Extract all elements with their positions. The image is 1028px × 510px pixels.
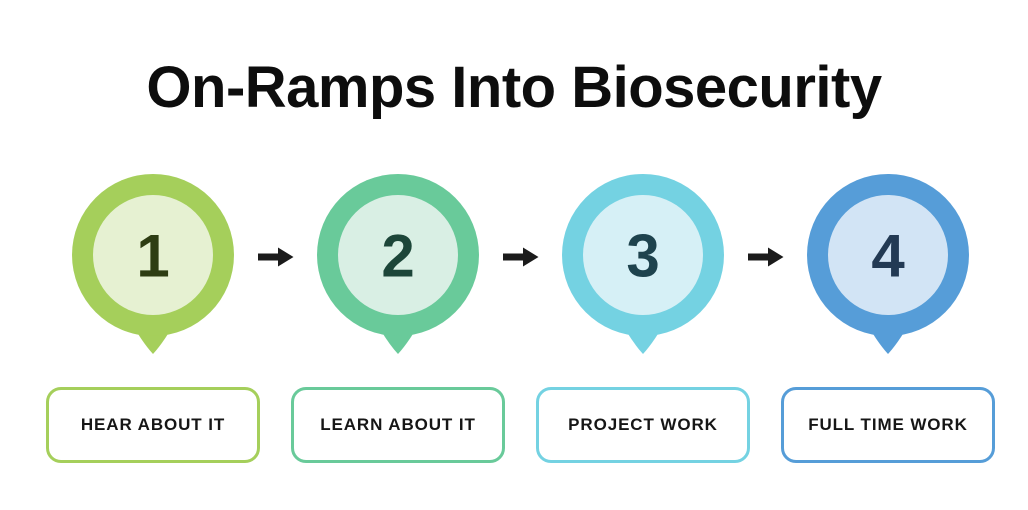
pin-inner-1 bbox=[93, 195, 213, 315]
step-number-2: 2 bbox=[381, 223, 414, 290]
step-label-box-3: PROJECT WORK bbox=[536, 387, 750, 463]
step-1: 1 bbox=[46, 173, 260, 355]
step-pin-1: 1 bbox=[72, 174, 234, 354]
arrow-3 bbox=[747, 247, 783, 267]
step-label-4: FULL TIME WORK bbox=[808, 415, 968, 434]
right-arrow-icon bbox=[502, 247, 538, 267]
step-label-2: LEARN ABOUT IT bbox=[320, 415, 476, 434]
labels-row: HEAR ABOUT IT LEARN ABOUT IT PROJECT WOR… bbox=[46, 387, 1028, 463]
arrow-1 bbox=[257, 247, 293, 267]
step-label-1: HEAR ABOUT IT bbox=[80, 415, 226, 434]
steps-row: 1 2 3 bbox=[46, 173, 1028, 355]
step-3: 3 bbox=[536, 173, 750, 355]
step-label-box-1: HEAR ABOUT IT bbox=[46, 387, 260, 463]
step-label-box-2: LEARN ABOUT IT bbox=[291, 387, 505, 463]
page-title: On-Ramps Into Biosecurity bbox=[146, 55, 882, 120]
step-4: 4 bbox=[781, 173, 995, 355]
right-arrow-icon bbox=[747, 247, 783, 267]
step-2: 2 bbox=[291, 173, 505, 355]
step-label-3: PROJECT WORK bbox=[568, 415, 718, 434]
step-pin-4: 4 bbox=[807, 174, 969, 354]
step-number-3: 3 bbox=[626, 223, 659, 290]
step-pin-2: 2 bbox=[317, 174, 479, 354]
step-pin-3: 3 bbox=[562, 174, 724, 354]
pin-inner-4 bbox=[828, 195, 948, 315]
step-label-box-4: FULL TIME WORK bbox=[781, 387, 995, 463]
pin-inner-2 bbox=[338, 195, 458, 315]
right-arrow-icon bbox=[257, 247, 293, 267]
pin-inner-3 bbox=[583, 195, 703, 315]
step-number-4: 4 bbox=[871, 223, 905, 290]
arrow-2 bbox=[502, 247, 538, 267]
step-number-1: 1 bbox=[136, 223, 169, 290]
